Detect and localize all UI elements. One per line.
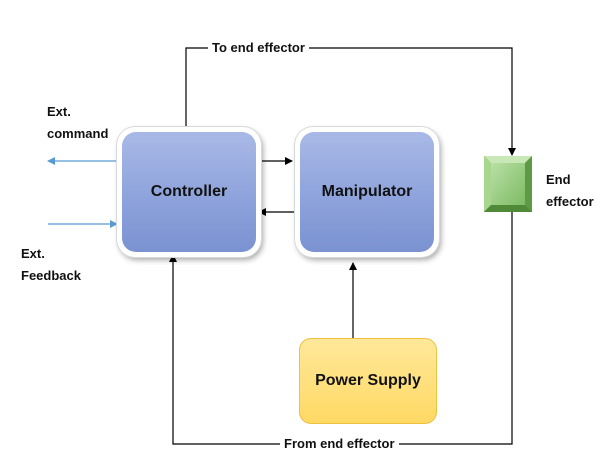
from-end-effector-label: From end effector — [280, 436, 399, 452]
manipulator-label: Manipulator — [321, 183, 413, 200]
end-effector-label-line1: End — [546, 172, 571, 187]
manipulator-block-frame: Manipulator — [295, 127, 439, 257]
end-effector-label-line2: effector — [546, 194, 594, 209]
power-supply-block: Power Supply — [299, 338, 437, 424]
ext-command-label-line1: Ext. — [47, 104, 71, 119]
power-supply-label: Power Supply — [315, 372, 421, 389]
controller-block-frame: Controller — [117, 127, 261, 257]
ext-feedback-label-line1: Ext. — [21, 246, 45, 261]
ext-feedback-label-line2: Feedback — [21, 268, 81, 283]
controller-block: Controller — [122, 132, 256, 252]
ext-command-label-line2: command — [47, 126, 109, 141]
end-effector-box — [484, 156, 532, 212]
manipulator-block: Manipulator — [300, 132, 434, 252]
to-end-effector-line — [185, 47, 516, 156]
to-end-effector-label: To end effector — [208, 40, 309, 56]
controller-label: Controller — [150, 183, 228, 200]
